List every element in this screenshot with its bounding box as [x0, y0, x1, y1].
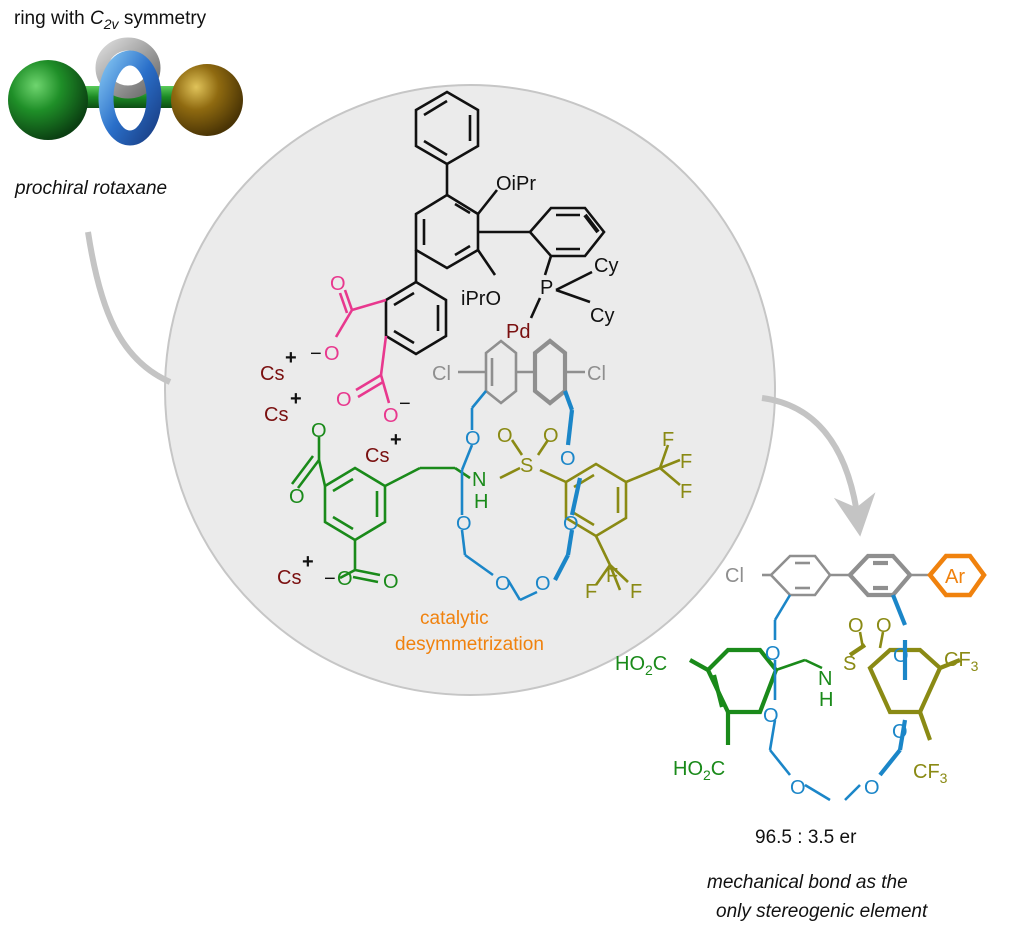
isophthalate-green [290, 437, 471, 584]
product-atoms: Cl Ar HO2C HO2C CF3 CF3 N H S O O O O O … [615, 565, 979, 799]
svg-text:Cs: Cs [365, 445, 389, 467]
crown-ether-blue [460, 390, 583, 602]
svg-text:O: O [765, 643, 781, 665]
svg-text:−: − [399, 393, 411, 415]
er-value: 96.5 : 3.5 er [755, 827, 857, 848]
product-green-ring [688, 647, 779, 745]
svg-text:O: O [790, 777, 806, 799]
svg-text:H: H [474, 491, 488, 513]
svg-text:O: O [893, 645, 909, 667]
svg-text:CF3: CF3 [913, 761, 948, 786]
svg-text:F: F [585, 581, 597, 603]
svg-text:Cl: Cl [587, 363, 606, 385]
svg-text:Cs: Cs [277, 567, 301, 589]
svg-text:S: S [843, 653, 856, 675]
svg-text:O: O [495, 573, 511, 595]
svg-text:F: F [680, 451, 692, 473]
svg-text:O: O [456, 513, 472, 535]
svg-text:P: P [540, 277, 553, 299]
svg-text:O: O [543, 425, 559, 447]
carboxylate-groups [334, 289, 391, 404]
product-biaryl [762, 553, 930, 598]
svg-text:OiPr: OiPr [496, 173, 536, 195]
sulfonyl-aryl-olive [499, 439, 681, 591]
svg-text:O: O [560, 448, 576, 470]
svg-text:S: S [520, 455, 533, 477]
svg-text:O: O [848, 615, 864, 637]
svg-text:H: H [819, 689, 833, 711]
svg-text:O: O [337, 568, 353, 590]
svg-text:+: + [290, 388, 302, 410]
svg-text:HO2C: HO2C [673, 758, 725, 783]
svg-text:N: N [472, 469, 486, 491]
svg-text:Cs: Cs [260, 363, 284, 385]
svg-text:O: O [383, 571, 399, 593]
product-olive-aryl [848, 631, 961, 741]
svg-text:iPrO: iPrO [461, 288, 501, 310]
svg-text:Cl: Cl [725, 565, 744, 587]
symmetry-label: ring with C2v symmetry [14, 8, 207, 32]
curved-arrow-in-icon [85, 231, 172, 385]
svg-text:Cy: Cy [590, 305, 614, 327]
svg-text:F: F [680, 481, 692, 503]
svg-text:O: O [497, 425, 513, 447]
conclusion-line-2: only stereogenic element [716, 901, 928, 922]
substrate-atoms: Cl Cl N H S O O F F F F F F O O O O O O … [289, 363, 692, 603]
svg-text:N: N [818, 668, 832, 690]
svg-text:−: − [310, 343, 322, 365]
svg-text:O: O [763, 705, 779, 727]
svg-text:O: O [289, 486, 305, 508]
svg-text:O: O [892, 721, 908, 743]
svg-text:O: O [563, 513, 579, 535]
svg-text:Pd: Pd [506, 321, 530, 343]
catalyst-atoms: OiPr iPrO P Cy Cy Pd O − O O O − Cs + Cs… [260, 173, 618, 589]
svg-text:O: O [324, 343, 340, 365]
svg-text:+: + [390, 429, 402, 451]
product-crown-blue [768, 594, 908, 802]
svg-text:O: O [330, 273, 346, 295]
svg-text:+: + [302, 551, 314, 573]
svg-text:Cy: Cy [594, 255, 618, 277]
svg-text:O: O [383, 405, 399, 427]
svg-text:O: O [876, 615, 892, 637]
svg-text:O: O [465, 428, 481, 450]
svg-text:Cs: Cs [264, 404, 288, 426]
svg-text:F: F [606, 565, 618, 587]
rotaxane-cartoon-icon [8, 37, 243, 146]
reaction-circle [164, 84, 776, 696]
conclusion-line-1: mechanical bond as the [707, 872, 908, 893]
svg-text:+: + [285, 347, 297, 369]
svg-text:F: F [662, 429, 674, 451]
svg-text:O: O [535, 573, 551, 595]
product-link-green [775, 658, 823, 672]
svg-text:CF3: CF3 [944, 649, 979, 674]
curved-arrow-out-icon [761, 395, 876, 537]
svg-text:F: F [630, 581, 642, 603]
svg-text:HO2C: HO2C [615, 653, 667, 678]
caption-desymmetrization: desymmetrization [395, 634, 544, 655]
caption-catalytic: catalytic [420, 608, 489, 629]
product-aryl-orange [927, 553, 987, 598]
svg-text:O: O [864, 777, 880, 799]
svg-text:−: − [324, 568, 336, 590]
svg-text:O: O [336, 389, 352, 411]
svg-text:O: O [311, 420, 327, 442]
prochiral-label: prochiral rotaxane [14, 178, 167, 199]
svg-text:Ar: Ar [945, 566, 965, 588]
svg-text:Cl: Cl [432, 363, 451, 385]
